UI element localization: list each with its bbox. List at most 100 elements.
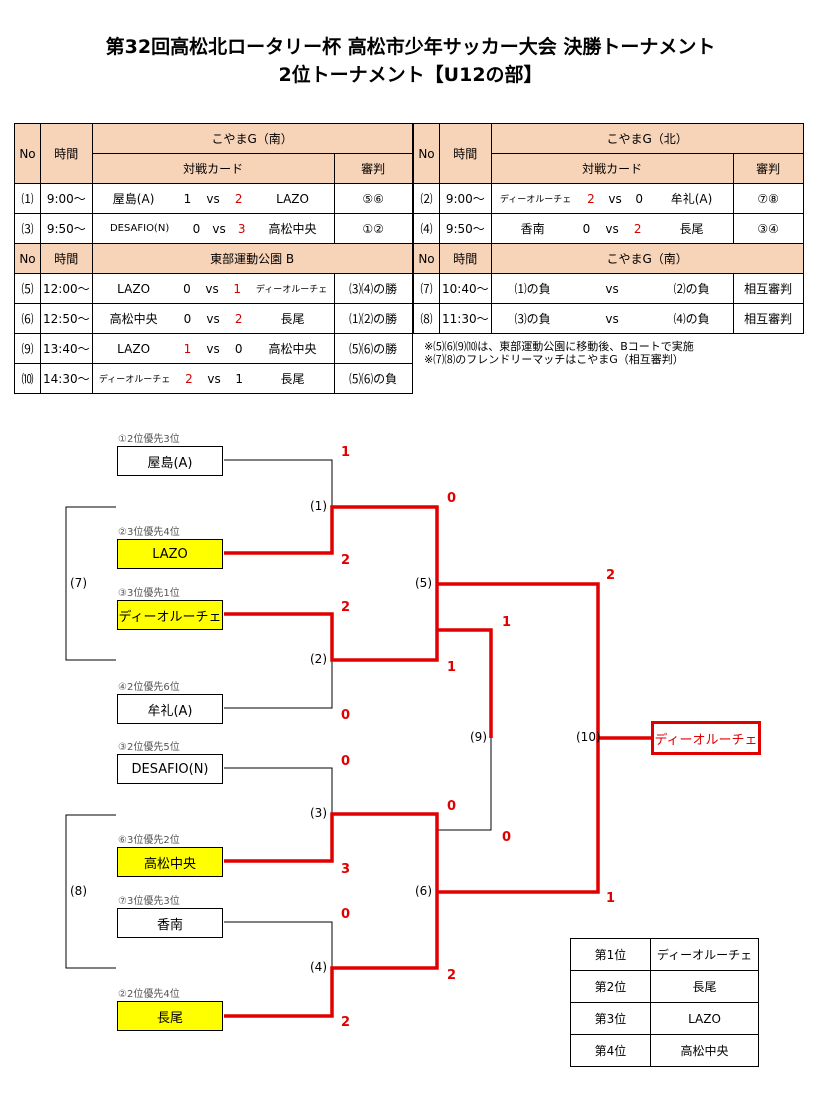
home-team: 屋島(A): [112, 192, 155, 206]
col-no: No: [14, 243, 41, 274]
vs-label: vs: [605, 281, 619, 296]
win-line-lazo: [224, 505, 439, 584]
home-score: 0: [192, 221, 201, 236]
match-label-7: (7): [70, 576, 87, 590]
col-time: 時間: [439, 243, 492, 274]
match-card: ⑴の負 vs ⑵の負: [490, 273, 734, 304]
col-card: 対戦カード: [490, 153, 734, 184]
table-row: 第1位ディーオルーチェ: [570, 938, 759, 971]
seed-label: ③3位優先1位: [118, 588, 180, 599]
match-time: 14:30〜: [40, 363, 93, 394]
vs-label: vs: [206, 191, 220, 206]
match-card: ディーオルーチェ 2 vs 0 牟礼(A): [490, 183, 734, 214]
table-row: ⑸ 12:00〜 LAZO 0 vs 1 ディーオルーチェ ⑶⑷の勝: [14, 273, 413, 304]
line-kounan: [224, 921, 333, 968]
away-score: 0: [234, 341, 243, 356]
win-line-m9: [437, 628, 493, 738]
match-label-4: (4): [310, 960, 327, 974]
referee: ⑴⑵の勝: [333, 303, 413, 334]
score-m5-top: 0: [447, 491, 457, 506]
away-score: 2: [234, 191, 243, 206]
match-label-3: (3): [310, 806, 327, 820]
score-m10-bottom: 1: [606, 891, 616, 906]
col-time: 時間: [40, 123, 93, 184]
schedule-table-left: No 時間 こやまG（南） 対戦カード 審判 ⑴ 9:00〜 屋島(A) 1 v…: [14, 123, 413, 394]
score-nagao: 2: [341, 1015, 351, 1030]
table-row: ⑵ 9:00〜 ディーオルーチェ 2 vs 0 牟礼(A) ⑦⑧: [413, 183, 804, 214]
line-yashima: [224, 459, 333, 507]
away-team: 長尾: [280, 312, 305, 326]
schedule-table-right: No 時間 こやまG（北） 対戦カード 審判 ⑵ 9:00〜 ディーオルーチェ …: [413, 123, 804, 334]
score-m9-top: 1: [502, 615, 512, 630]
vs-label: vs: [207, 371, 221, 386]
table-row: ⑹ 12:50〜 高松中央 0 vs 2 長尾 ⑴⑵の勝: [14, 303, 413, 334]
home-team: ⑶の負: [514, 312, 551, 326]
note-line: ※⑺⑻のフレンドリーマッチはこやまG（相互審判）: [424, 353, 684, 366]
venue-koyama-north: こやまG（北）: [490, 123, 804, 154]
team-box-nagao: 長尾: [117, 1001, 223, 1031]
home-team: ディーオルーチェ: [98, 375, 171, 385]
score-m10-top: 2: [606, 568, 616, 583]
match-no: ⑷: [413, 213, 440, 244]
match-label-5: (5): [415, 576, 432, 590]
seed-label: ①2位優先3位: [118, 434, 180, 445]
score-m6-top: 0: [447, 799, 457, 814]
home-score: 2: [587, 191, 595, 206]
away-team: 長尾: [679, 222, 704, 236]
col-time: 時間: [439, 123, 492, 184]
table-row: ⑴ 9:00〜 屋島(A) 1 vs 2 LAZO ⑤⑥: [14, 183, 413, 214]
col-no: No: [413, 123, 440, 184]
table-row: ⑻ 11:30〜 ⑶の負 vs ⑷の負 相互審判: [413, 303, 804, 334]
vs-label: vs: [206, 311, 220, 326]
team-box-mure: 牟礼(A): [117, 694, 223, 724]
table-row: ⑷ 9:50〜 香南 0 vs 2 長尾 ③④: [413, 213, 804, 244]
match-card: LAZO 0 vs 1 ディーオルーチェ: [91, 273, 335, 304]
venue-koyama-south: こやまG（南）: [91, 123, 413, 154]
match-card: 高松中央 0 vs 2 長尾: [91, 303, 335, 334]
away-team: 高松中央: [268, 222, 317, 236]
home-team: ⑴の負: [514, 282, 551, 296]
match-no: ⑸: [14, 273, 41, 304]
referee: ⑸⑹の勝: [333, 333, 413, 364]
win-line-nagao: [224, 892, 439, 1018]
col-no: No: [14, 123, 41, 184]
home-team: 高松中央: [109, 312, 158, 326]
score-kounan: 0: [341, 907, 351, 922]
match-no: ⑵: [413, 183, 440, 214]
score-yashima: 1: [341, 445, 351, 460]
match-card: 香南 0 vs 2 長尾: [490, 213, 734, 244]
line-desafio: [224, 767, 333, 814]
vs-label: vs: [605, 221, 619, 236]
home-score: 0: [183, 311, 192, 326]
seed-label: ③2位優先5位: [118, 742, 180, 753]
match-no: ⑹: [14, 303, 41, 334]
away-team: 長尾: [280, 372, 305, 386]
col-referee: 審判: [333, 153, 413, 184]
table-row: 第2位長尾: [570, 970, 759, 1003]
away-team: ⑷の負: [673, 312, 710, 326]
home-team: LAZO: [117, 281, 151, 296]
away-score: 2: [234, 311, 243, 326]
score-m6-bottom: 2: [447, 968, 457, 983]
team-box-yashima: 屋島(A): [117, 446, 223, 476]
vs-label: vs: [212, 221, 226, 236]
match-label-8: (8): [70, 884, 87, 898]
home-score: 1: [183, 191, 192, 206]
away-team: ⑵の負: [673, 282, 710, 296]
referee: ③④: [732, 213, 804, 244]
home-score: 1: [183, 341, 192, 356]
match-card: ディーオルーチェ 2 vs 1 長尾: [91, 363, 335, 394]
team-box-deo: ディーオルーチェ: [117, 600, 223, 630]
champion-box: ディーオルーチェ: [651, 721, 761, 755]
win-line-m6: [437, 738, 600, 894]
page-subtitle: 2位トーナメント【U12の部】: [278, 64, 543, 86]
friendly-bracket-8: [65, 814, 116, 969]
table-row: ⑽ 14:30〜 ディーオルーチェ 2 vs 1 長尾 ⑸⑹の負: [14, 363, 413, 394]
rank-place: 第4位: [570, 1034, 651, 1067]
match-time: 9:00〜: [40, 183, 93, 214]
away-score: 2: [633, 221, 642, 236]
note-line: ※⑸⑹⑼⑽は、東部運動公園に移動後、Bコートで実施: [424, 340, 694, 353]
table-row: ⑶ 9:50〜 DESAFIO(N) 0 vs 3 高松中央 ①②: [14, 213, 413, 244]
match-label-2: (2): [310, 652, 327, 666]
